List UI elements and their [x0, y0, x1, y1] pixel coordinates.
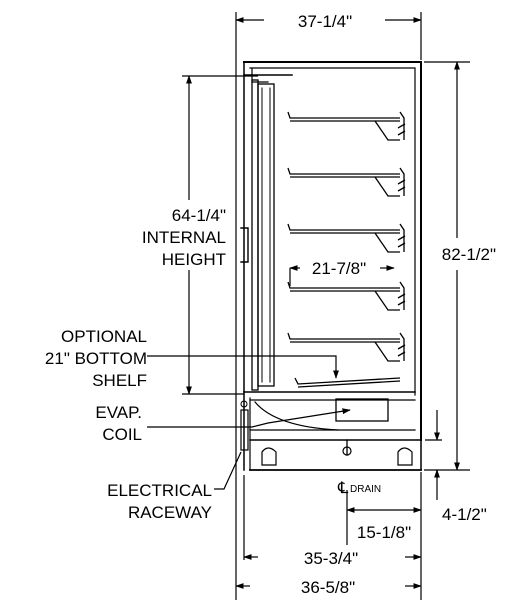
optional-shelf-label-3: SHELF: [92, 371, 147, 390]
leader-lines: [147, 355, 351, 490]
shelf-4: [287, 281, 406, 311]
overall-height-label: 82-1/2": [442, 245, 496, 264]
dimension-lines: [182, 12, 470, 600]
overall-width-label: 37-1/4": [298, 12, 352, 31]
cabinet-outline: [240, 61, 422, 471]
shelf-1: [287, 111, 406, 141]
internal-height-label-2: HEIGHT: [162, 250, 226, 269]
internal-height-label-1: INTERNAL: [142, 228, 226, 247]
depth-1-label: 35-3/4": [304, 549, 358, 568]
drain-label: DRAIN: [350, 484, 381, 495]
internal-height-value: 64-1/4": [172, 206, 226, 225]
base-height-label: 4-1/2": [442, 505, 487, 524]
centerline-symbol: ℄: [337, 480, 349, 497]
shelves: [287, 111, 406, 388]
evap-coil-label-2: COIL: [102, 425, 142, 444]
depth-2-label: 36-5/8": [301, 578, 355, 597]
shelf-5: [287, 332, 406, 362]
optional-shelf-label-2: 21" BOTTOM: [45, 349, 147, 368]
evap-coil-label-1: EVAP.: [95, 403, 142, 422]
optional-shelf-label-1: OPTIONAL: [61, 327, 147, 346]
electrical-raceway-label-2: RACEWAY: [128, 503, 212, 522]
shelf-2: [287, 167, 406, 197]
optional-bottom-shelf: [294, 377, 401, 388]
drain-offset-label: 15-1/8": [357, 523, 411, 542]
shelf-3: [287, 223, 406, 253]
labels: 37-1/4" 82-1/2" 64-1/4" INTERNAL HEIGHT …: [45, 12, 496, 597]
shelf-depth-label: 21-7/8": [312, 259, 366, 278]
electrical-raceway-label-1: ELECTRICAL: [107, 481, 212, 500]
